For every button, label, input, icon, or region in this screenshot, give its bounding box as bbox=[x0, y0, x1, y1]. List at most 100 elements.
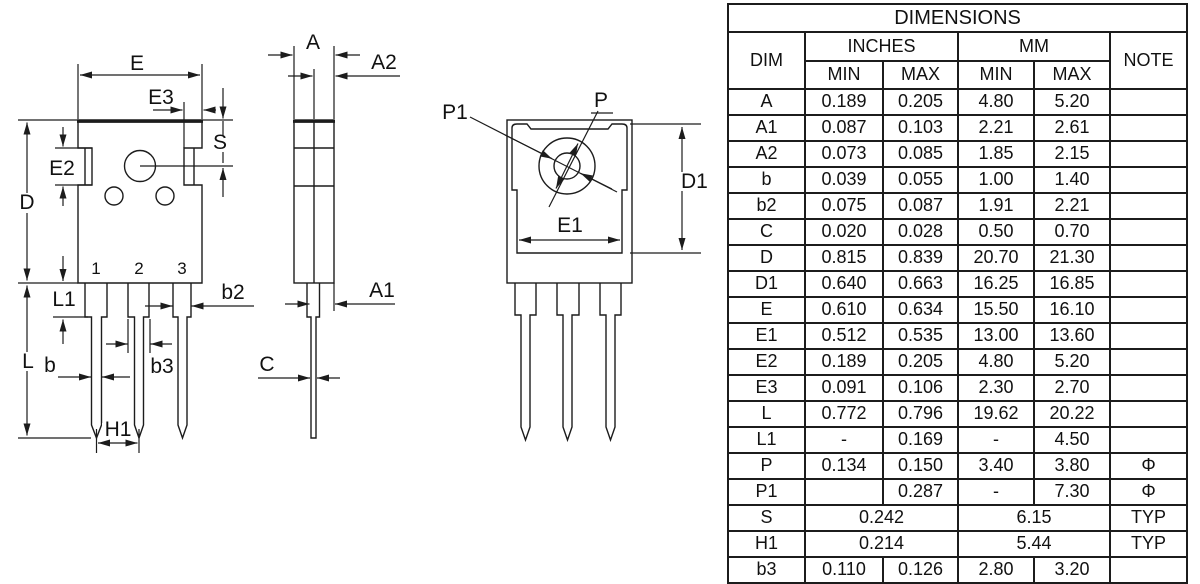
table-cell: 0.020 bbox=[804, 218, 884, 246]
table-cell: 4.80 bbox=[957, 88, 1035, 116]
table-cell: E2 bbox=[727, 348, 806, 376]
label-A2: A2 bbox=[371, 51, 397, 74]
table-cell: E1 bbox=[727, 322, 806, 350]
side-view: A A2 A1 C bbox=[258, 31, 400, 439]
back-dimension-lines bbox=[469, 110, 701, 254]
label-D: D bbox=[19, 191, 34, 214]
table-cell bbox=[1108, 348, 1189, 376]
table-cell: 0.640 bbox=[804, 270, 884, 298]
table-cell: 0.796 bbox=[882, 400, 959, 428]
table-cell: Φ bbox=[1108, 478, 1189, 506]
side-dimension-lines bbox=[258, 46, 400, 382]
header-inches: INCHES bbox=[804, 31, 959, 62]
table-cell: 0.70 bbox=[1033, 218, 1111, 246]
table-cell: 16.25 bbox=[957, 270, 1035, 298]
metal-tab-outline bbox=[511, 123, 628, 254]
table-cell: 0.103 bbox=[882, 114, 959, 142]
front-pin-1 bbox=[84, 283, 108, 440]
table-cell: TYP bbox=[1108, 504, 1189, 532]
table-row: L1-0.169-4.50 bbox=[727, 426, 1189, 454]
table-cell bbox=[1108, 556, 1189, 584]
table-cell: 2.70 bbox=[1033, 374, 1111, 402]
header-inches-min: MIN bbox=[804, 60, 884, 90]
front-view: E E3 S E2 D L1 L b b3 H1 b2 1 2 3 bbox=[15, 52, 254, 453]
table-cell: 0.242 bbox=[804, 504, 959, 532]
table-cell: 2.15 bbox=[1033, 140, 1111, 168]
table-cell: 0.189 bbox=[804, 88, 884, 116]
table-cell bbox=[1108, 140, 1189, 168]
table-cell: L bbox=[727, 400, 806, 428]
back-pin-1 bbox=[514, 283, 537, 443]
header-inches-max: MAX bbox=[882, 60, 959, 90]
table-cell: 0.087 bbox=[882, 192, 959, 220]
table-cell: 20.70 bbox=[957, 244, 1035, 272]
table-cell: 0.106 bbox=[882, 374, 959, 402]
table-cell bbox=[1108, 244, 1189, 272]
table-cell: 21.30 bbox=[1033, 244, 1111, 272]
header-dim: DIM bbox=[727, 31, 806, 90]
label-D1: D1 bbox=[681, 170, 708, 193]
label-E: E bbox=[130, 52, 144, 75]
table-cell: 0.028 bbox=[882, 218, 959, 246]
front-pin-3 bbox=[172, 283, 192, 441]
table-cell: 0.634 bbox=[882, 296, 959, 324]
table-cell bbox=[1108, 322, 1189, 350]
side-lead bbox=[306, 283, 321, 439]
label-pin3: 3 bbox=[177, 259, 186, 278]
label-pin1: 1 bbox=[91, 259, 100, 278]
table-cell: 0.535 bbox=[882, 322, 959, 350]
label-b3: b3 bbox=[150, 355, 173, 378]
table-cell: 0.150 bbox=[882, 452, 959, 480]
table-cell: 0.610 bbox=[804, 296, 884, 324]
table-cell: 0.073 bbox=[804, 140, 884, 168]
table-cell: P1 bbox=[727, 478, 806, 506]
table-cell: 0.110 bbox=[804, 556, 884, 584]
table-cell bbox=[1108, 400, 1189, 428]
label-S: S bbox=[213, 131, 227, 154]
table-cell bbox=[1108, 88, 1189, 116]
table-cell: 0.039 bbox=[804, 166, 884, 194]
table-cell: 0.085 bbox=[882, 140, 959, 168]
table-cell: L1 bbox=[727, 426, 806, 454]
table-cell: D1 bbox=[727, 270, 806, 298]
table-cell: Φ bbox=[1108, 452, 1189, 480]
label-P1: P1 bbox=[442, 101, 468, 124]
table-cell: 0.205 bbox=[882, 348, 959, 376]
table-cell: 13.60 bbox=[1033, 322, 1111, 350]
table-cell: 0.815 bbox=[804, 244, 884, 272]
table-cell: C bbox=[727, 218, 806, 246]
table-cell: b2 bbox=[727, 192, 806, 220]
table-cell: 1.00 bbox=[957, 166, 1035, 194]
table-cell: 16.10 bbox=[1033, 296, 1111, 324]
label-L1: L1 bbox=[52, 288, 75, 311]
table-cell: 0.134 bbox=[804, 452, 884, 480]
table-cell: 13.00 bbox=[957, 322, 1035, 350]
label-C: C bbox=[259, 353, 274, 376]
table-cell: 1.85 bbox=[957, 140, 1035, 168]
table-cell: 3.80 bbox=[1033, 452, 1111, 480]
table-cell: 0.075 bbox=[804, 192, 884, 220]
table-cell: E3 bbox=[727, 374, 806, 402]
table-cell: b3 bbox=[727, 556, 806, 584]
label-b2: b2 bbox=[221, 281, 244, 304]
table-cell: 0.087 bbox=[804, 114, 884, 142]
table-cell: 20.22 bbox=[1033, 400, 1111, 428]
table-cell: 0.287 bbox=[882, 478, 959, 506]
table-cell bbox=[1108, 166, 1189, 194]
table-cell: 6.15 bbox=[957, 504, 1111, 532]
mounting-hole-circle bbox=[553, 152, 581, 180]
